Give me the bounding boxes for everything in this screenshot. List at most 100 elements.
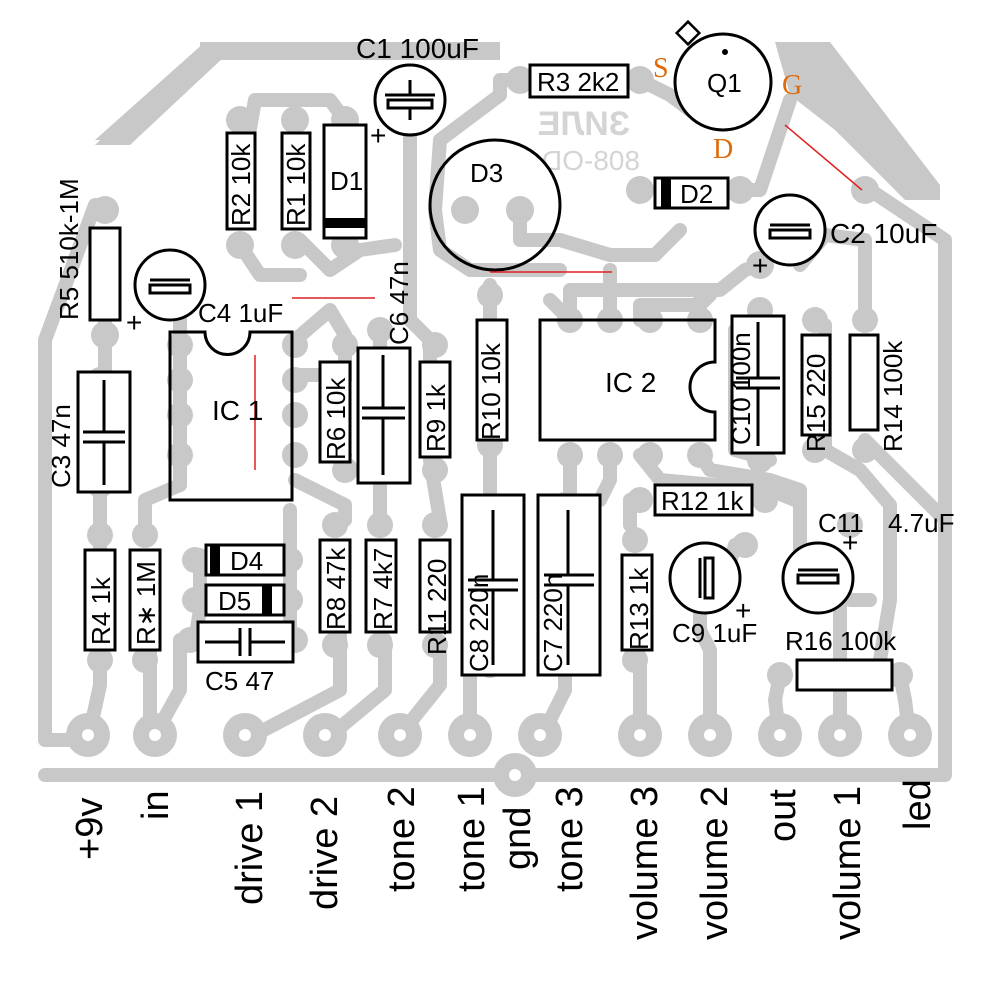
rstar-resistor [128, 548, 162, 652]
c8-label: C8 220n [464, 574, 494, 672]
d5-label: D5 [218, 586, 251, 616]
r4-label: R4 1k [86, 576, 116, 645]
r6-resistor [318, 360, 352, 464]
r9-label: R9 1k [421, 383, 451, 452]
c2-capacitor [753, 193, 827, 267]
ic1-chip [168, 330, 294, 502]
c1-label: C1 100uF [356, 33, 479, 64]
r15-resistor [800, 333, 832, 437]
pin-label-drive2: drive 2 [304, 796, 346, 910]
pin-label-9v: +9v [69, 798, 111, 860]
pin-label-tone2: tone 2 [381, 786, 423, 892]
mirrored-model-text: 808-OD [542, 145, 640, 176]
r10-label: R10 10k [476, 342, 506, 440]
c7-capacitor [536, 493, 602, 677]
mirrored-logo: ЗИЛЕ 808-OD [538, 105, 640, 176]
ic2-chip [538, 318, 717, 442]
c2-label: C2 10uF [830, 218, 937, 249]
r14-label: R14 100k [878, 340, 908, 452]
r8-label: R8 47k [321, 547, 351, 630]
c3-capacitor [76, 370, 132, 494]
r6-label: R6 10k [321, 377, 351, 460]
c8-capacitor [460, 493, 526, 677]
pin-label-led: led [897, 779, 939, 830]
c5-capacitor [196, 620, 295, 664]
c10-label: C10 100n [726, 332, 756, 445]
d5-diode [204, 583, 286, 617]
r12-resistor [653, 483, 754, 517]
c10-capacitor [730, 314, 786, 455]
r3-label: R3 2k2 [537, 67, 619, 97]
r13-resistor [620, 553, 654, 652]
r10-resistor [475, 318, 509, 442]
c2-plus: + [752, 250, 768, 281]
pin-label-out: out [762, 789, 804, 842]
r12-label: R12 1k [661, 486, 744, 516]
r15-label: R15 220 [801, 354, 831, 452]
d4-diode [204, 543, 286, 577]
c4-label: C4 1uF [198, 298, 283, 328]
r11-resistor [418, 538, 452, 634]
r3-resistor [528, 63, 630, 99]
r5-resistor [88, 226, 122, 322]
q1-transistor [673, 19, 773, 132]
jumper-wires [254, 124, 863, 470]
d1-diode [322, 123, 368, 240]
r7-resistor [364, 538, 398, 634]
r2-label: R2 10k [226, 143, 256, 226]
r1-resistor [280, 131, 312, 231]
r4-resistor [83, 548, 117, 652]
c11-value: 4.7uF [888, 508, 955, 538]
c11-plus: + [842, 527, 858, 558]
q1-label: Q1 [707, 68, 742, 98]
q1-source-label: S [653, 53, 669, 84]
c9-plus: + [735, 595, 751, 626]
c3-label: C3 47n [46, 404, 76, 488]
r2-resistor [225, 131, 257, 231]
d4-label: D4 [230, 546, 263, 576]
r1-label: R1 10k [281, 143, 311, 226]
d2-diode [653, 176, 730, 210]
c5-label: C5 47 [205, 666, 274, 696]
c4-plus: + [126, 307, 142, 338]
r7-label: R7 4k7 [368, 548, 398, 630]
r9-resistor [418, 360, 452, 459]
pin-label-volume1: volume 1 [827, 786, 869, 940]
r5-label: R5 510k-1M [54, 178, 84, 320]
q1-gate-label: G [782, 70, 802, 101]
d2-label: D2 [680, 179, 713, 209]
connector-pads [66, 713, 932, 797]
rstar-label: R∗ 1M [131, 561, 161, 645]
ground-plane-left-top [95, 42, 240, 145]
pin-label-volume2: volume 2 [694, 786, 736, 940]
c9-label: C9 1uF [672, 618, 757, 648]
q1-drain-label: D [713, 134, 733, 165]
r16-label: R16 100k [785, 626, 897, 656]
c11-capacitor [781, 541, 855, 615]
d3-led [428, 138, 562, 272]
c1-capacitor [373, 63, 447, 137]
pin-label-tone3: tone 3 [549, 786, 591, 892]
pin-label-drive1: drive 1 [229, 791, 271, 905]
r16-resistor [795, 658, 894, 692]
d1-label: D1 [330, 166, 363, 196]
d3-label: D3 [470, 158, 503, 188]
c1-plus: + [370, 120, 386, 151]
c9-capacitor [668, 541, 742, 615]
ground-plane-top [200, 42, 500, 60]
pin-label-in: in [135, 790, 177, 820]
pin-label-volume3: volume 3 [624, 786, 666, 940]
r13-label: R13 1k [624, 567, 654, 650]
ic2-label: IC 2 [605, 367, 656, 398]
mirrored-logo-text: ЗИЛЕ [538, 105, 630, 143]
c7-label: C7 220n [538, 574, 568, 672]
c4-capacitor [133, 248, 207, 322]
pin-label-gnd: gnd [497, 807, 539, 870]
ground-plane-right [775, 42, 940, 200]
c6-label: C6 47n [384, 261, 414, 345]
r8-resistor [318, 538, 352, 634]
r14-resistor [848, 333, 880, 432]
c6-capacitor [356, 346, 412, 485]
ic1-label: IC 1 [212, 395, 263, 426]
